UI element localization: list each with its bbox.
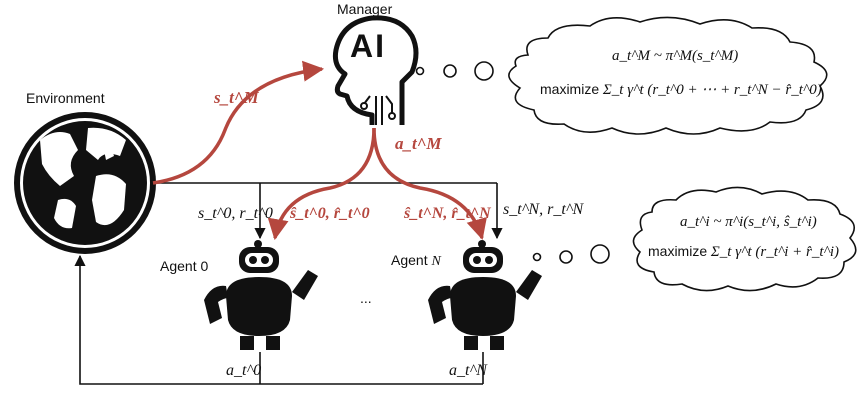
agent-n-prefix: Agent xyxy=(391,252,432,268)
agent-0-action-label: a_t^0 xyxy=(226,362,261,380)
agent-thought-dots xyxy=(532,244,610,264)
manager-action-text: a_t^M xyxy=(395,134,442,153)
manager-thought-dots xyxy=(415,61,494,81)
agent-n-action-label: a_t^N xyxy=(449,362,487,380)
robot-icon-agent-0 xyxy=(204,240,318,350)
action-feedback-lines xyxy=(74,254,484,385)
manager-objective-text: maximize Σ_t γ^t (r_t^0 + ⋯ + r_t^N − r̂… xyxy=(540,80,822,99)
agent-n-var: N xyxy=(431,254,441,269)
agent-thought-bubble xyxy=(632,186,857,292)
agent-0-hat-input-label: ŝ_t^0, r̂_t^0 xyxy=(290,205,370,223)
manager-policy-text: a_t^M ~ π^M(s_t^M) xyxy=(612,48,738,65)
manager-state-label: s_t^M xyxy=(214,88,259,108)
agent-policy-text: a_t^i ~ π^i(s_t^i, ŝ_t^i) xyxy=(680,214,817,231)
agent-0-plain-input-label: s_t^0, r_t^0 xyxy=(198,205,273,223)
agent-n-hat-input-text: ŝ_t^N, r̂_t^N xyxy=(404,205,491,222)
agent-0-hat-input-text: ŝ_t^0, r̂_t^0 xyxy=(290,205,370,222)
agent-n-plain-input-text: s_t^N, r_t^N xyxy=(503,201,584,218)
globe-icon xyxy=(14,112,156,254)
agent-0-action-text: a_t^0 xyxy=(226,362,262,379)
agent-n-plain-input-label: s_t^N, r_t^N xyxy=(503,201,583,219)
agent-n-action-text: a_t^N xyxy=(449,362,487,379)
robot-icon-agent-n xyxy=(428,240,542,350)
ellipsis-label: ... xyxy=(360,290,372,306)
agent-objective-text: maximize Σ_t γ^t (r_t^i + r̂_t^i) xyxy=(648,243,839,261)
agent-objective-value: Σ_t γ^t (r_t^i + r̂_t^i) xyxy=(710,244,839,260)
ai-head-label: AI xyxy=(350,28,386,64)
agent-n-hat-input-label: ŝ_t^N, r̂_t^N xyxy=(404,205,491,223)
agent-policy-value: a_t^i ~ π^i(s_t^i, ŝ_t^i) xyxy=(680,214,817,230)
manager-head-icon xyxy=(332,15,419,125)
manager-objective-value: Σ_t γ^t (r_t^0 + ⋯ + r_t^N − r̂_t^0) xyxy=(602,82,822,98)
agent-n-label: Agent N xyxy=(391,252,441,270)
manager-red-arrows xyxy=(152,60,487,241)
agent-0-plain-input-text: s_t^0, r_t^0 xyxy=(198,205,273,222)
manager-objective-word: maximize xyxy=(540,81,600,97)
environment-label: Environment xyxy=(26,90,105,106)
manager-state-text: s_t^M xyxy=(214,88,259,107)
manager-thought-bubble xyxy=(508,16,828,135)
agent-objective-word: maximize xyxy=(648,243,708,259)
manager-policy-value: a_t^M ~ π^M(s_t^M) xyxy=(612,48,739,64)
manager-label: Manager xyxy=(337,1,393,17)
manager-action-label: a_t^M xyxy=(395,134,442,154)
agent-0-label: Agent 0 xyxy=(160,258,209,274)
state-distribution-lines xyxy=(153,182,503,240)
